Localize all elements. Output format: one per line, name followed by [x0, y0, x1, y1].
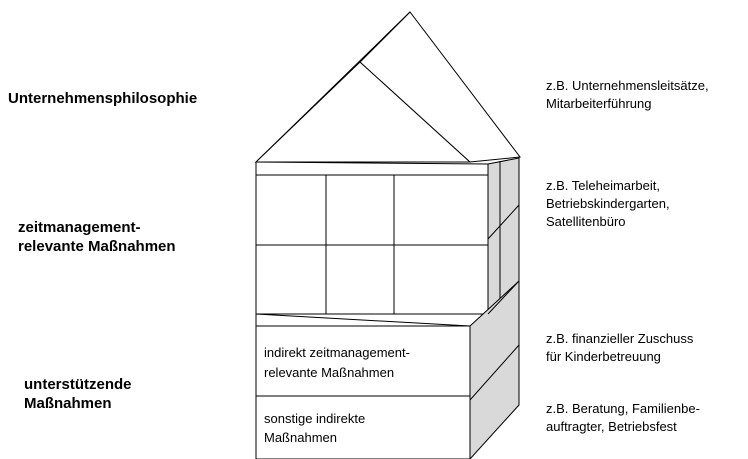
level-label-philosophy: Unternehmensphilosophie — [8, 90, 197, 107]
example-indirect-line1: z.B. finanzieller Zuschuss — [546, 331, 694, 346]
roof — [254, 11, 521, 163]
example-other-line2: auftragter, Betriebsfest — [546, 419, 677, 434]
inner-label-indirect-line1: indirekt zeitmanagement- — [264, 345, 410, 360]
example-indirect-line2: für Kinderbetreuung — [546, 349, 661, 364]
roof-ridge-line — [359, 11, 411, 63]
level-label-supporting-line1: unterstützende — [24, 376, 132, 393]
example-timemanagement-line3: Satellitenbüro — [546, 214, 626, 229]
inner-label-other-line2: Maßnahmen — [264, 430, 337, 445]
lower-block-other-box — [255, 395, 471, 459]
inner-label-other-line1: sonstige indirekte — [264, 411, 365, 426]
level-label-supporting-line2: Maßnahmen — [24, 395, 112, 412]
lower-block-indirect-box — [255, 325, 471, 397]
level-label-timemanagement-line1: zeitmanagement- — [18, 219, 141, 236]
example-timemanagement-line2: Betriebskindergarten, — [546, 196, 670, 211]
example-philosophy-line1: z.B. Unternehmensleitsätze, — [546, 78, 709, 93]
inner-label-indirect-line2: relevante Maßnahmen — [264, 365, 394, 380]
level-label-timemanagement-line2: relevante Maßnahmen — [18, 238, 176, 255]
lower-block — [255, 279, 520, 459]
example-philosophy-line2: Mitarbeiterführung — [546, 96, 652, 111]
example-other-line1: z.B. Beratung, Familienbe- — [546, 401, 700, 416]
example-timemanagement-line1: z.B. Teleheimarbeit, — [546, 178, 660, 193]
middle-block — [255, 157, 520, 316]
